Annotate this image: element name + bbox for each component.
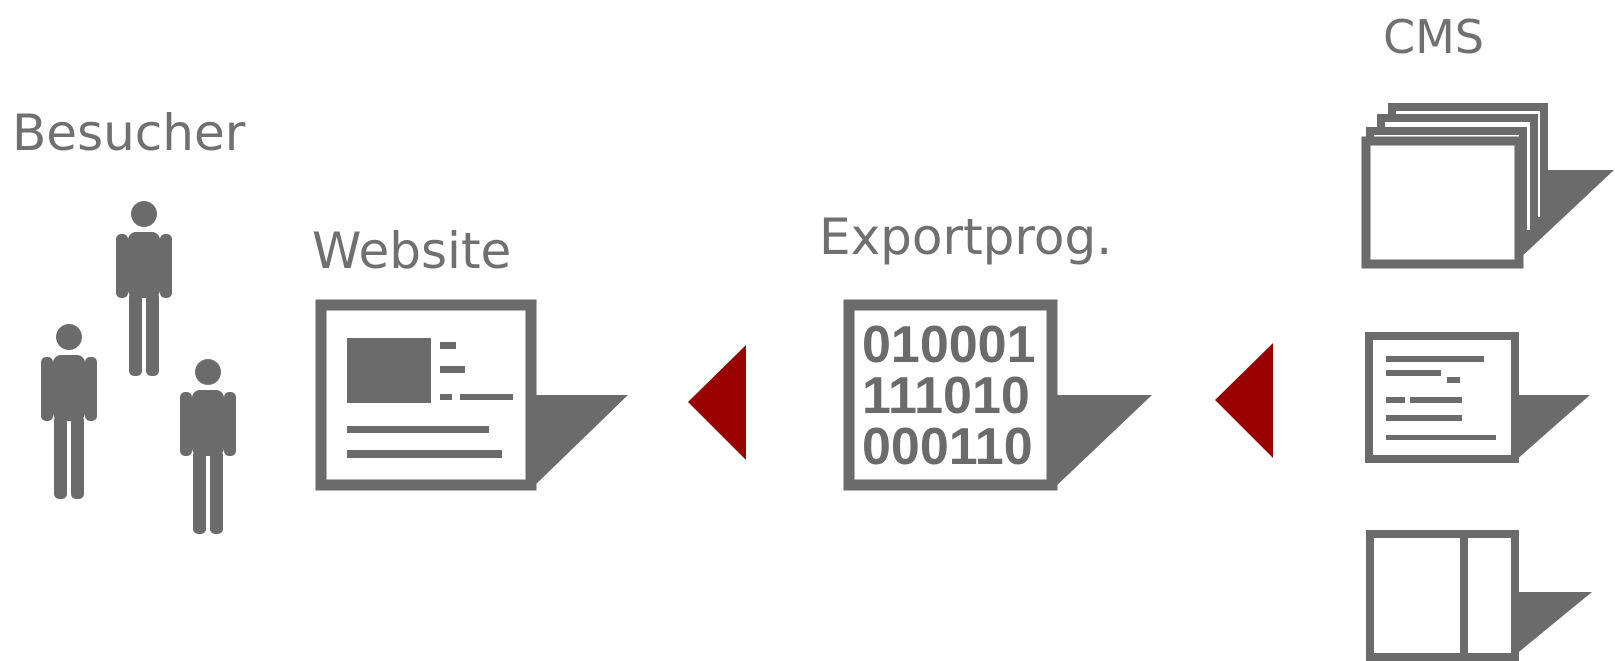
binary-line: 111010 (862, 367, 1030, 425)
export-program-label: Exportprog. (819, 208, 1113, 266)
website-page-icon (315, 299, 628, 491)
person-icon (41, 324, 97, 499)
binary-line: 010001 (862, 316, 1036, 374)
arrow-left-icon (688, 345, 746, 460)
cms-stack-icon (1361, 103, 1614, 269)
website-label: Website (312, 222, 512, 280)
person-icon (180, 359, 236, 534)
visitors-label: Besucher (12, 104, 246, 162)
binary-code-text: 010001 111010 000110 (862, 316, 1062, 476)
arrow-left-icon (1215, 343, 1273, 458)
cms-split-page-icon (1366, 530, 1592, 661)
binary-line: 000110 (862, 418, 1033, 476)
cms-label: CMS (1383, 10, 1485, 64)
person-icon (116, 201, 172, 376)
binary-page-icon (843, 299, 1152, 491)
cms-text-page-icon (1365, 332, 1590, 463)
